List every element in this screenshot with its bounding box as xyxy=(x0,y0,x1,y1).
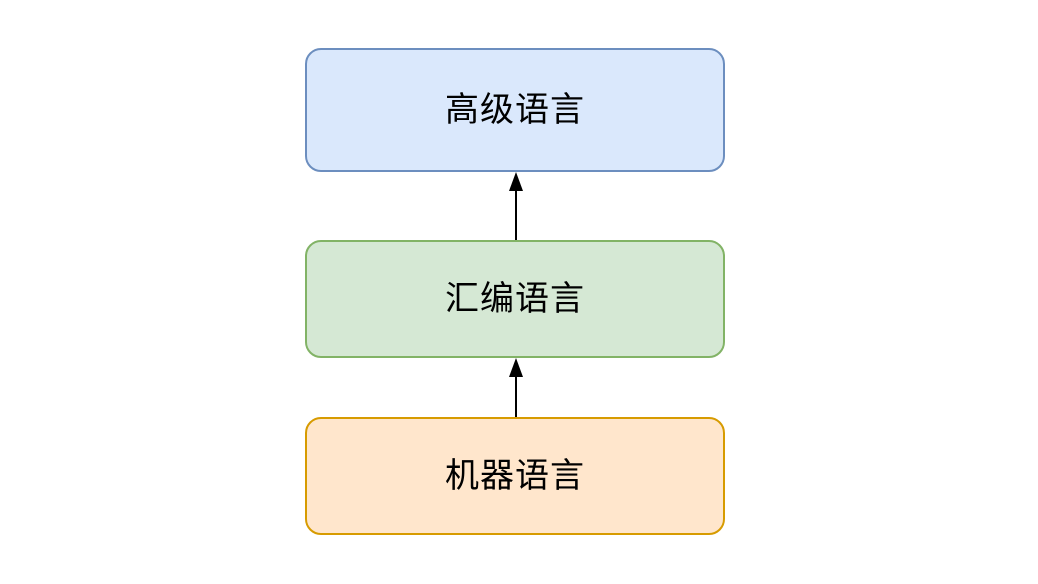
node-machine-language-label: 机器语言 xyxy=(445,456,585,495)
arrow-shaft xyxy=(515,191,517,240)
node-machine-language: 机器语言 xyxy=(305,417,725,535)
node-high-level-language: 高级语言 xyxy=(305,48,725,172)
arrow-shaft xyxy=(515,377,517,417)
arrow-assembly-to-high-level xyxy=(509,172,523,240)
node-high-level-language-label: 高级语言 xyxy=(445,90,585,129)
node-assembly-language-label: 汇编语言 xyxy=(445,279,585,318)
arrow-machine-to-assembly xyxy=(509,358,523,417)
node-assembly-language: 汇编语言 xyxy=(305,240,725,358)
arrow-up-icon xyxy=(509,172,523,191)
arrow-up-icon xyxy=(509,358,523,377)
